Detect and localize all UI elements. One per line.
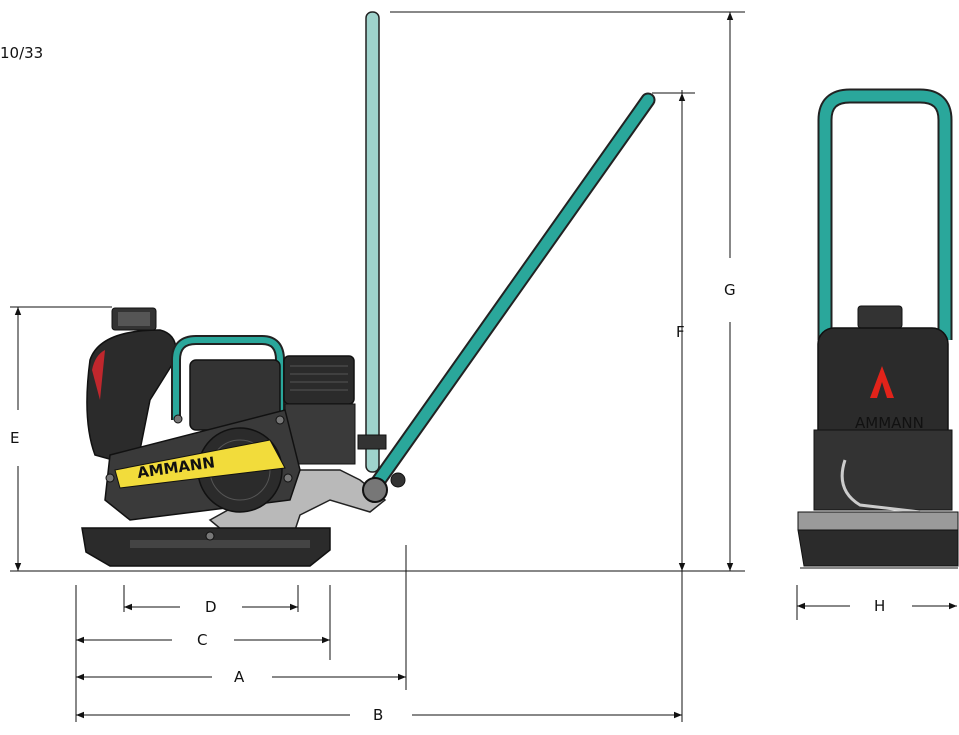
dimension-label-e: E: [10, 429, 19, 447]
page-number: 10/33: [0, 44, 44, 62]
dimension-label-d: D: [205, 598, 217, 616]
dimension-label-b: B: [373, 706, 383, 724]
vertical-handle: [357, 11, 387, 473]
dimension-label-a: A: [234, 668, 245, 686]
dimension-label-h: H: [874, 597, 885, 615]
side-view-machine: AMMANN: [81, 11, 656, 567]
front-brand-text: AMMANN: [855, 414, 924, 432]
handle-pivot: [362, 477, 388, 503]
front-view-machine: AMMANN: [797, 88, 959, 569]
dimension-label-f: F: [676, 323, 685, 341]
dimension-label-g: G: [724, 281, 736, 299]
air-filter: [283, 355, 355, 405]
front-base-plate: [797, 511, 959, 531]
brand-decal: [114, 439, 286, 489]
ammann-logo: [870, 366, 894, 398]
inclined-handle: [367, 92, 656, 494]
dimension-label-c: C: [197, 631, 207, 649]
